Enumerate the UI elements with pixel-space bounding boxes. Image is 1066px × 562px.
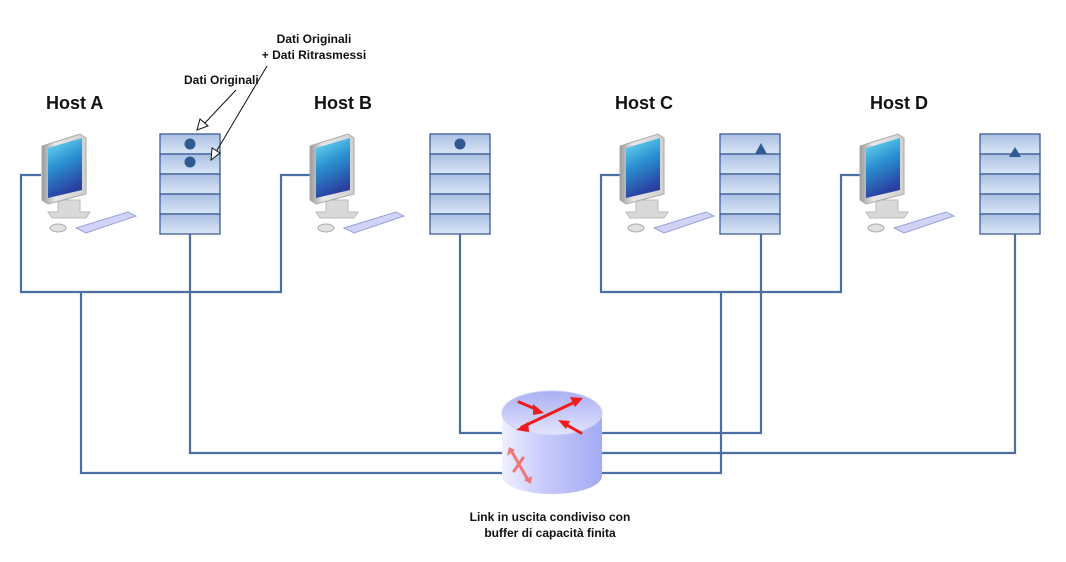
- buffer-slot: [429, 213, 491, 235]
- host-d-label: Host D: [870, 93, 928, 113]
- buffer-queue: [719, 133, 781, 235]
- buffer-slot: [979, 193, 1041, 215]
- router-icon[interactable]: [501, 390, 603, 494]
- arrow-up-icon: [1009, 147, 1021, 157]
- annotation-pointer-original: [203, 89, 237, 125]
- annotation-retransmitted-data: Dati Originali + Dati Ritrasmessi: [254, 31, 374, 63]
- packet-icon: [454, 138, 466, 150]
- link-bufferB-router: [458, 146, 505, 435]
- buffer-slot: [719, 173, 781, 195]
- buffer-slot: [429, 153, 491, 175]
- link-hostC-router: [600, 292, 723, 475]
- buffer-slot: [429, 193, 491, 215]
- computer-icon[interactable]: [619, 133, 716, 234]
- link-bufferA-router: [188, 200, 505, 455]
- annotation-pointer-retransmitted: [215, 65, 268, 153]
- links: [19, 146, 1017, 475]
- link-router-bufferC: [600, 150, 763, 435]
- host-c-label: Host C: [615, 93, 673, 113]
- arrow-up-icon: [755, 143, 767, 154]
- buffer-slot: [159, 173, 221, 195]
- computer-icon[interactable]: [859, 133, 956, 234]
- router-caption-line2: buffer di capacità finita: [484, 526, 616, 540]
- buffer-queue: [979, 133, 1041, 235]
- packet-retransmitted-icon: [184, 156, 196, 168]
- router-caption: Link in uscita condiviso con buffer di c…: [440, 509, 660, 541]
- buffer-slot: [429, 173, 491, 195]
- computer-icon[interactable]: [41, 133, 138, 234]
- buffer-slot: [979, 173, 1041, 195]
- link-hostA-hostB-loop: [19, 173, 310, 294]
- packet-original-icon: [184, 138, 196, 150]
- buffer-slot: [719, 133, 781, 155]
- buffer-slot: [719, 153, 781, 175]
- buffer-slot: [719, 193, 781, 215]
- computer-icon[interactable]: [309, 133, 406, 234]
- hollow-arrowhead-icon: [210, 147, 221, 162]
- annotation-retransmitted-line1: Dati Originali: [276, 32, 352, 46]
- buffer-slot: [159, 213, 221, 235]
- buffer-slot: [979, 133, 1041, 155]
- link-hostA-router: [79, 292, 505, 475]
- buffer-slot: [719, 213, 781, 235]
- annotation-retransmitted-line2: + Dati Ritrasmessi: [261, 48, 367, 62]
- hollow-arrowhead-icon: [196, 118, 209, 131]
- router-caption-line1: Link in uscita condiviso con: [469, 510, 631, 524]
- host-a-label: Host A: [46, 93, 104, 113]
- buffer-slot: [979, 213, 1041, 235]
- link-router-bufferD: [600, 152, 1017, 455]
- host-b-label: Host B: [314, 93, 372, 113]
- buffer-slot: [159, 193, 221, 215]
- annotation-original-data: Dati Originali: [184, 73, 259, 87]
